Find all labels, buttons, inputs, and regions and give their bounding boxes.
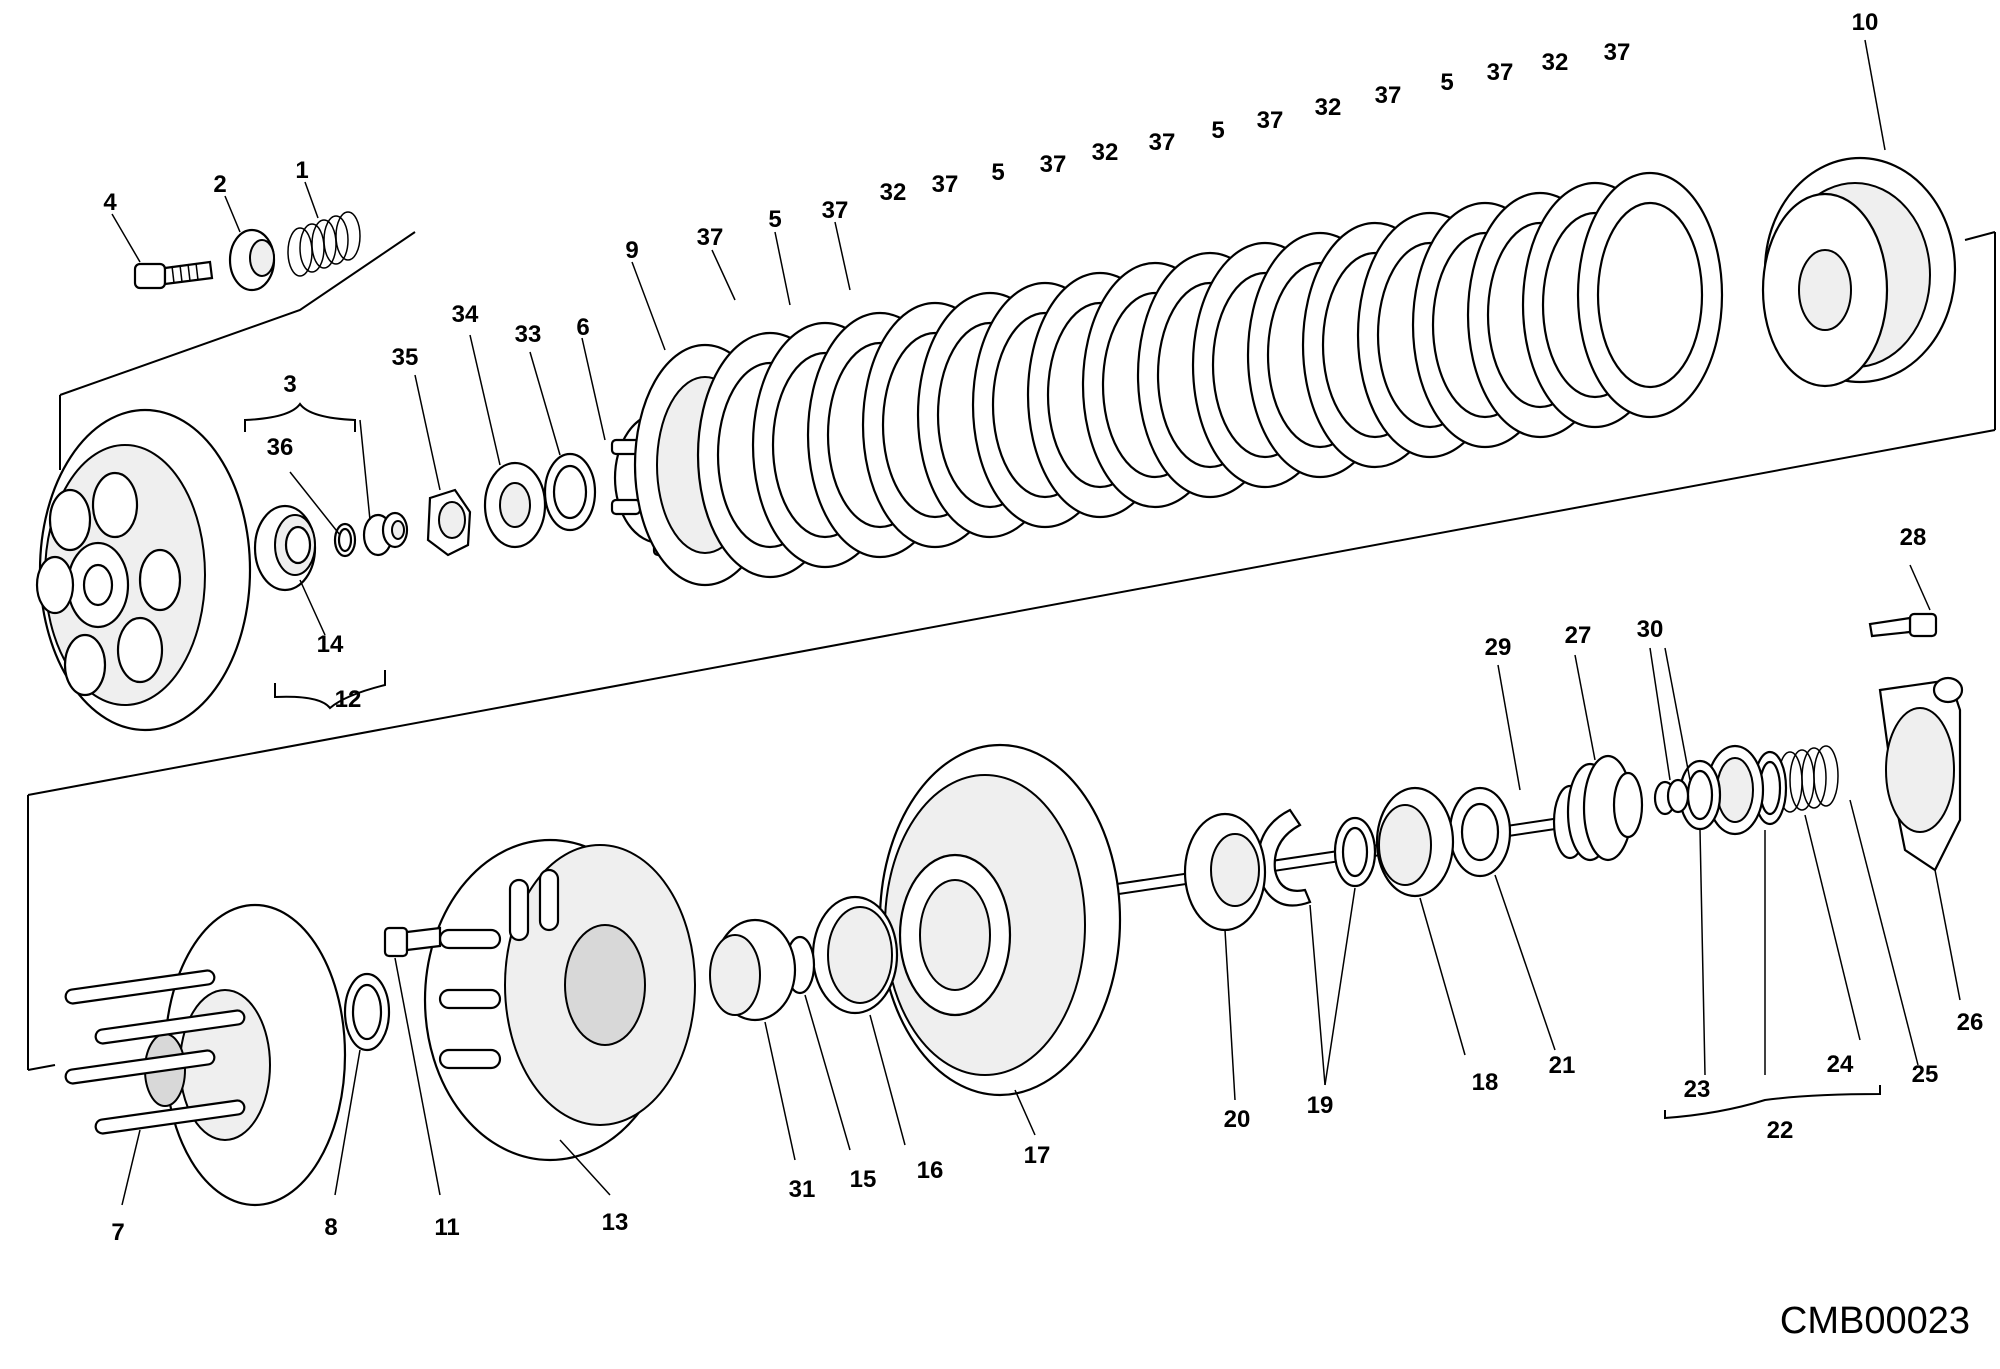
callout-15: 15 [850, 1166, 877, 1193]
drum-10 [1761, 156, 1957, 388]
callout-5: 5 [1211, 117, 1224, 144]
nut-35 [426, 488, 472, 557]
callout-14: 14 [317, 631, 344, 658]
plate [1576, 171, 1724, 419]
callout-8: 8 [324, 1214, 337, 1241]
callout-5: 5 [768, 206, 781, 233]
pushrod-cap [362, 511, 409, 557]
callout-37: 37 [697, 224, 724, 251]
boot-27 [1552, 754, 1644, 862]
spring-1 [287, 211, 361, 277]
callout-2: 2 [213, 171, 226, 198]
callout-20: 20 [1224, 1106, 1251, 1133]
callout-37: 37 [1375, 82, 1402, 109]
hub-7 [64, 903, 347, 1207]
pressure-plate [35, 408, 252, 732]
leader-lines [111, 39, 1961, 1206]
callout-33: 33 [515, 321, 542, 348]
callout-30: 30 [1637, 616, 1664, 643]
callout-29: 29 [1485, 634, 1512, 661]
washer-33 [543, 452, 597, 532]
sleeve-31 [709, 918, 797, 1022]
callout-10: 10 [1852, 9, 1879, 36]
basket-13 [423, 838, 696, 1162]
callout-18: 18 [1472, 1069, 1499, 1096]
callout-6: 6 [576, 314, 589, 341]
callout-13: 13 [602, 1209, 629, 1236]
bearing-14 [253, 504, 317, 592]
callout-16: 16 [917, 1157, 944, 1184]
callout-32: 32 [1315, 94, 1342, 121]
callout-31: 31 [789, 1176, 816, 1203]
gear-17 [878, 743, 1122, 1097]
callout-11: 11 [434, 1214, 459, 1241]
brackets [244, 402, 1881, 1120]
callout-22: 22 [1767, 1117, 1794, 1144]
callout-1: 1 [295, 157, 308, 184]
callout-12: 12 [335, 686, 362, 713]
callout-37: 37 [1040, 151, 1067, 178]
callout-19: 19 [1307, 1092, 1334, 1119]
spring-25 [1777, 745, 1839, 813]
callout-37: 37 [1604, 39, 1631, 66]
callout-37: 37 [932, 171, 959, 198]
screw-4 [133, 260, 214, 290]
callout-26: 26 [1957, 1009, 1984, 1036]
callout-21: 21 [1549, 1052, 1576, 1079]
callout-34: 34 [452, 301, 479, 328]
callout-9: 9 [625, 237, 638, 264]
orings-30 [1653, 778, 1690, 816]
callout-17: 17 [1024, 1142, 1051, 1169]
callout-7: 7 [111, 1219, 124, 1246]
washer-8 [343, 972, 391, 1052]
callout-37: 37 [1487, 59, 1514, 86]
cup-2 [228, 228, 276, 292]
pushrod-29 [1109, 754, 1644, 896]
callout-25: 25 [1912, 1061, 1939, 1088]
clutch-plate-pack [633, 171, 1724, 587]
callout-32: 32 [1542, 49, 1569, 76]
callout-24: 24 [1827, 1051, 1854, 1078]
bearing-21 [1448, 786, 1512, 878]
callout-5: 5 [991, 159, 1004, 186]
piston-22 [1705, 744, 1765, 836]
drawing-code: CMB00023 [1780, 1300, 1970, 1342]
callout-3: 3 [283, 371, 296, 398]
callout-23: 23 [1684, 1076, 1711, 1103]
callout-28: 28 [1900, 524, 1927, 551]
callout-37: 37 [1257, 107, 1284, 134]
callout-32: 32 [880, 179, 907, 206]
bearing-20 [1183, 812, 1267, 932]
washer-34 [483, 461, 547, 549]
callout-32: 32 [1092, 139, 1119, 166]
ring-36 [333, 522, 357, 558]
callout-27: 27 [1565, 622, 1592, 649]
callout-36: 36 [267, 434, 294, 461]
screw-28 [1868, 612, 1938, 638]
callout-5: 5 [1440, 69, 1453, 96]
washers-19 [1256, 808, 1377, 907]
frame-lines [27, 231, 1996, 1071]
callout-37: 37 [822, 197, 849, 224]
callout-35: 35 [392, 344, 419, 371]
piston-spring-group [1678, 744, 1839, 836]
bearing-18 [1375, 786, 1455, 898]
callout-37: 37 [1149, 129, 1176, 156]
bolt-11 [383, 926, 442, 958]
callout-labels: 4 2 1 3 36 14 12 35 34 33 6 9 37 5 37 32… [103, 9, 1983, 1246]
bushing-16 [811, 895, 899, 1015]
callout-4: 4 [103, 189, 117, 216]
slave-cylinder-26 [1878, 676, 1964, 872]
